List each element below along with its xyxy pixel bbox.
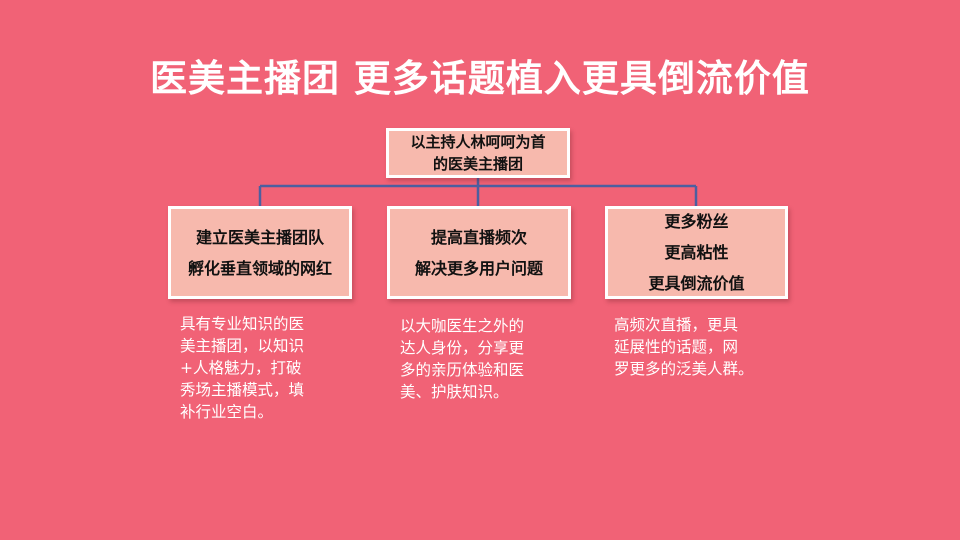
slide-title: 医美主播团 更多话题植入更具倒流价值 xyxy=(150,56,810,100)
description-line: 秀场主播模式，填 xyxy=(180,381,305,399)
branch-description-value: 高频次直播，更具 延展性的话题，网 罗更多的泛美人群。 xyxy=(614,314,754,380)
description-line: 延展性的话题，网 xyxy=(614,338,739,356)
branch-description-frequency: 以大咖医生之外的 达人身份，分享更 多的亲历体验和医 美、护肤知识。 xyxy=(400,315,524,403)
top-box: 以主持人林呵呵为首 的医美主播团 xyxy=(386,128,570,178)
description-line: 以大咖医生之外的 xyxy=(400,317,525,335)
branch-box-team: 建立医美主播团队 孵化垂直领域的网红 xyxy=(168,206,352,299)
branch-box-value: 更多粉丝 更高粘性 更具倒流价值 xyxy=(605,206,788,299)
branch-box-line: 更具倒流价值 xyxy=(648,274,745,293)
branch-box-frequency: 提高直播频次 解决更多用户问题 xyxy=(387,206,571,299)
description-line: 具有专业知识的医 xyxy=(180,315,305,333)
branch-description-team: 具有专业知识的医 美主播团，以知识 +人格魅力，打破 秀场主播模式，填 补行业空… xyxy=(180,313,304,423)
branch-box-line: 建立医美主播团队 xyxy=(195,227,324,247)
description-line: 达人身份，分享更 xyxy=(400,339,525,357)
branch-box-line: 解决更多用户问题 xyxy=(414,258,543,278)
top-box-line: 的医美主播团 xyxy=(432,155,523,173)
branch-box-line: 更多粉丝 xyxy=(664,212,729,231)
top-box-line: 以主持人林呵呵为首 xyxy=(410,133,546,151)
description-line: 高频次直播，更具 xyxy=(614,316,739,334)
description-line: 美主播团，以知识 xyxy=(180,337,305,355)
description-line: 补行业空白。 xyxy=(180,403,274,421)
branch-box-line: 提高直播频次 xyxy=(430,227,527,247)
branch-box-line: 孵化垂直领域的网红 xyxy=(187,258,332,278)
description-line: +人格魅力，打破 xyxy=(180,359,302,377)
description-line: 罗更多的泛美人群。 xyxy=(614,360,754,378)
description-line: 多的亲历体验和医 xyxy=(400,361,525,379)
description-line: 美、护肤知识。 xyxy=(400,383,509,401)
branch-box-line: 更高粘性 xyxy=(664,243,729,262)
